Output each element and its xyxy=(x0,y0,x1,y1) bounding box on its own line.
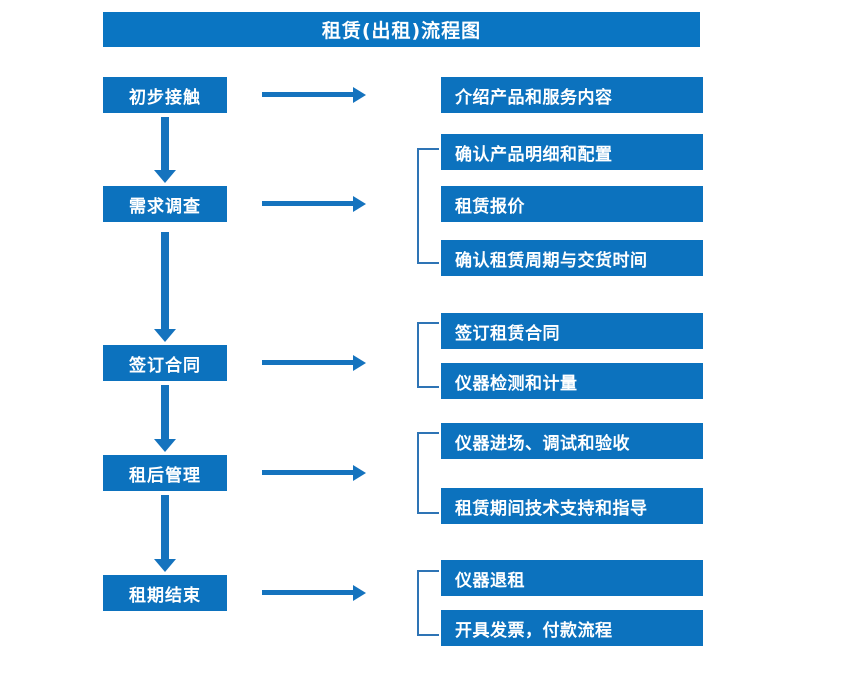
stage-box-1[interactable]: 初步接触 xyxy=(103,77,227,113)
group-bracket-3 xyxy=(417,432,439,514)
detail-box-7[interactable]: 仪器进场、调试和验收 xyxy=(441,423,703,459)
stage-box-2[interactable]: 需求调查 xyxy=(103,186,227,222)
flow-arrow-right-5 xyxy=(262,585,366,601)
detail-box-3[interactable]: 租赁报价 xyxy=(441,186,703,222)
detail-box-4[interactable]: 确认租赁周期与交货时间 xyxy=(441,240,703,276)
detail-box-2[interactable]: 确认产品明细和配置 xyxy=(441,134,703,170)
detail-box-10[interactable]: 开具发票，付款流程 xyxy=(441,610,703,646)
stage-box-4[interactable]: 租后管理 xyxy=(103,455,227,491)
group-bracket-1 xyxy=(417,148,439,264)
flow-arrow-right-3 xyxy=(262,355,366,371)
stage-box-5[interactable]: 租期结束 xyxy=(103,575,227,611)
detail-box-1[interactable]: 介绍产品和服务内容 xyxy=(441,77,703,113)
flow-arrow-right-2 xyxy=(262,196,366,212)
flow-arrow-right-1 xyxy=(262,87,366,103)
flow-arrow-right-4 xyxy=(262,465,366,481)
connector-arrow-down-3 xyxy=(154,385,176,452)
stage-box-3[interactable]: 签订合同 xyxy=(103,345,227,381)
connector-arrow-down-2 xyxy=(154,232,176,342)
connector-arrow-down-4 xyxy=(154,495,176,572)
detail-box-6[interactable]: 仪器检测和计量 xyxy=(441,363,703,399)
detail-box-8[interactable]: 租赁期间技术支持和指导 xyxy=(441,488,703,524)
detail-box-9[interactable]: 仪器退租 xyxy=(441,560,703,596)
group-bracket-2 xyxy=(417,322,439,388)
page-title: 租赁(出租)流程图 xyxy=(103,12,700,47)
detail-box-5[interactable]: 签订租赁合同 xyxy=(441,313,703,349)
group-bracket-4 xyxy=(417,570,439,636)
connector-arrow-down-1 xyxy=(154,117,176,183)
